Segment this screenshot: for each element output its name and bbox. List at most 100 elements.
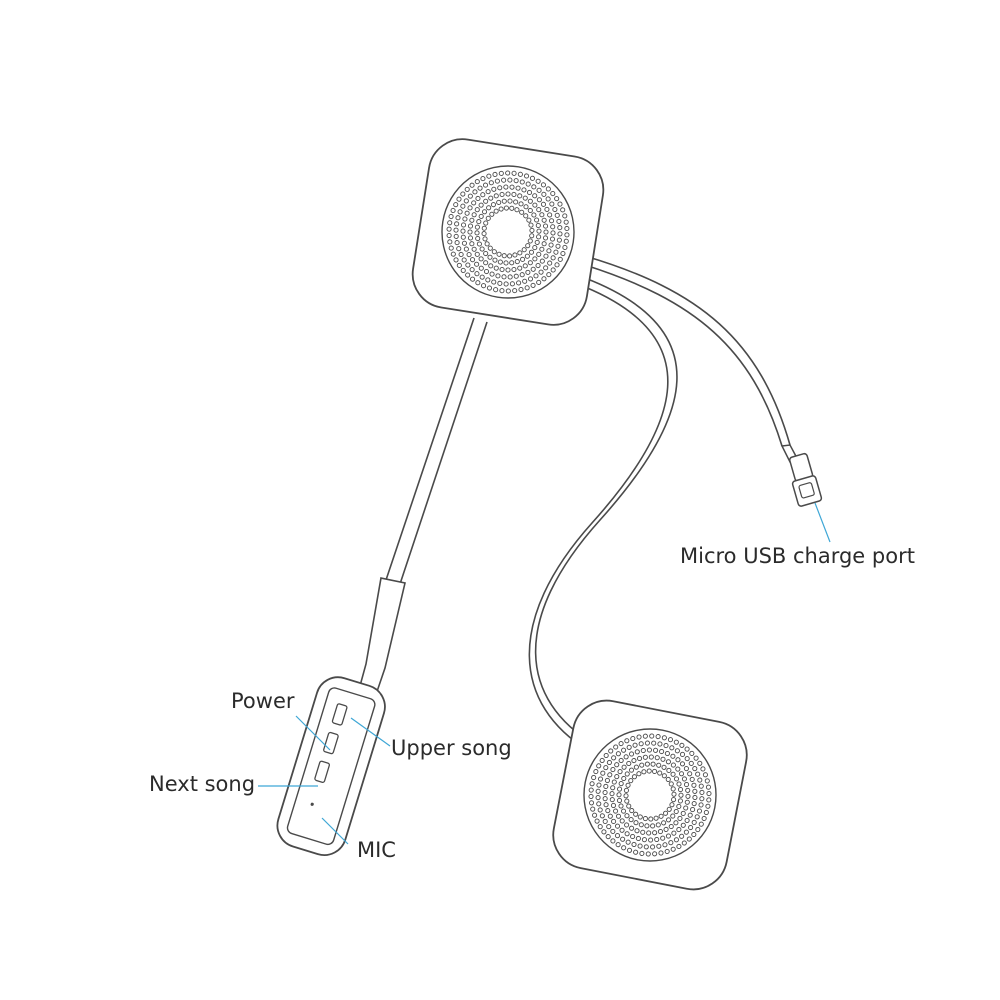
grille-hole [634,749,640,755]
grille-hole [545,196,551,202]
grille-hole [481,225,487,231]
grille-hole [621,845,627,851]
grille-hole [493,193,499,199]
grille-hole [668,840,674,846]
grille-hole [684,817,690,824]
grille-hole [489,211,495,217]
grille-hole [483,220,489,226]
grille-hole [518,201,524,207]
grille-hole [460,267,466,273]
grille-hole [471,246,477,252]
grille-hole [670,813,676,819]
grille-hole [683,781,690,788]
grille-hole [666,767,672,773]
grille-hole [698,783,704,789]
grille-hole [485,277,491,283]
grille-hole [590,806,596,812]
grille-hole [623,787,629,793]
speaker-cable-inner [528,286,669,752]
grille-hole [678,771,685,777]
grille-hole [600,770,606,776]
grille-hole [456,196,462,202]
grille-hole [589,781,595,787]
grille-hole [534,217,540,223]
grille-hole [609,797,615,803]
grille-hole [611,755,617,761]
grille-hole [456,262,462,268]
grille-hole [497,185,503,191]
grille-hole [545,186,551,192]
grille-hole [597,824,603,830]
grille-hole [596,763,602,769]
grille-hole [511,191,517,198]
grille-hole [453,233,459,239]
grille-hole [467,235,474,241]
grille-hole [678,792,684,798]
grille-hole [634,828,640,834]
grille-hole [692,794,698,801]
grille-hole [519,209,525,215]
grille-hole [488,263,494,269]
grille-hole [532,245,538,251]
grille-hole [513,199,519,205]
grille-hole [649,733,655,739]
grille-hole [521,247,527,253]
upper-song-leader [350,717,391,747]
usb-leader [814,502,831,543]
grille-hole [509,184,515,190]
grille-hole [674,748,680,754]
speaker-top-grille [441,165,575,299]
grille-hole [469,276,476,282]
grille-hole [705,803,711,809]
grille-hole [487,254,493,260]
grille-hole [522,278,528,284]
grille-hole [648,837,654,843]
grille-hole [679,833,685,839]
grille-hole [555,243,561,249]
grille-hole [603,783,609,789]
grille-hole [642,816,648,822]
grille-hole [610,828,616,834]
grille-hole [453,202,459,208]
grille-hole [661,820,667,826]
grille-hole [644,740,650,746]
grille-hole [479,246,485,252]
grille-hole [588,793,594,800]
grille-hole [493,265,499,271]
grille-hole [532,193,538,199]
grille-hole [554,262,560,268]
grille-hole [529,175,536,181]
grille-hole [501,198,507,204]
grille-hole [547,212,553,218]
grille-hole [539,212,545,218]
power-label: Power [231,689,295,713]
grille-hole [454,240,460,246]
grille-hole [618,757,624,764]
grille-hole [626,803,632,809]
grille-hole [526,217,532,223]
grille-hole [683,805,689,811]
grille-hole [479,274,485,280]
grille-hole [552,206,558,213]
grille-hole [614,833,621,839]
grille-hole [475,195,481,202]
grille-hole [633,811,639,817]
grille-hole [646,830,652,836]
grille-hole [657,828,664,835]
grille-hole [675,766,681,772]
grille-hole [480,283,487,289]
grille-hole [624,813,630,819]
grille-hole [503,184,509,190]
grille-hole [673,820,679,826]
grille-hole [621,747,627,753]
grille-hole [517,193,523,199]
grille-hole [683,766,689,772]
grille-hole [645,851,651,857]
grille-rim [441,165,575,299]
speaker-top [411,138,605,326]
grille-hole [480,176,486,182]
grille-hole [609,791,615,797]
grille-hole [505,191,511,197]
grille-hole [557,256,563,262]
grille-hole [554,196,560,202]
